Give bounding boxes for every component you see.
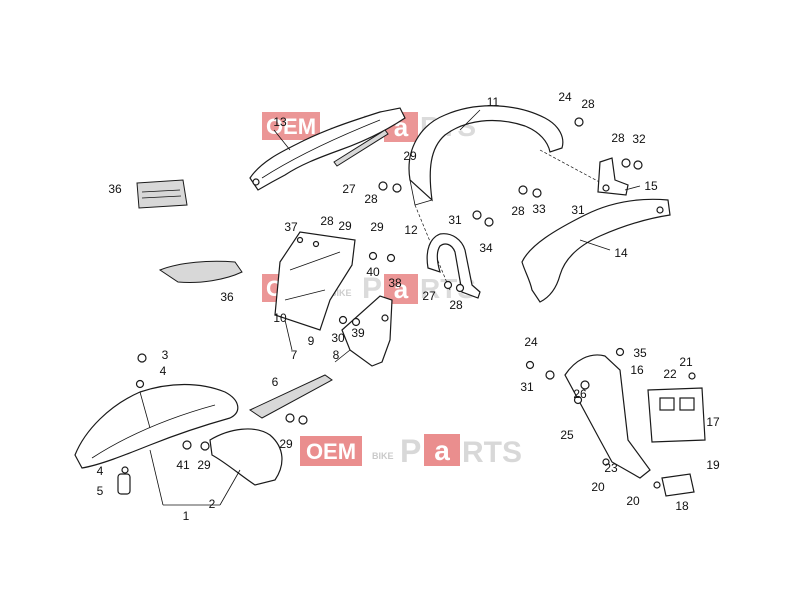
callout-24: 24 <box>558 90 572 104</box>
callout-12: 12 <box>404 223 418 237</box>
callout-35: 37 <box>284 220 298 234</box>
part-bracket-15 <box>597 157 629 196</box>
callout-25: 25 <box>560 428 574 442</box>
part-front-mudguard-1 <box>74 383 239 469</box>
part-strip-40 <box>333 129 389 167</box>
callout-15: 15 <box>644 179 658 193</box>
callout-13: 13 <box>273 115 287 129</box>
callout-29: 29 <box>338 219 352 233</box>
callout-21: 21 <box>679 355 693 369</box>
callout-27: 27 <box>422 289 436 303</box>
part-frame-bracket-10 <box>274 231 356 331</box>
callout-9: 9 <box>308 334 315 348</box>
callout-31: 32 <box>632 132 646 146</box>
part-plug-5 <box>117 473 131 495</box>
part-side-plate-8 <box>341 295 393 367</box>
callout-6: 6 <box>272 375 279 389</box>
part-rod-6 <box>248 374 333 419</box>
callout-29: 30 <box>331 331 345 345</box>
callout-28: 28 <box>364 192 378 206</box>
callout-18: 18 <box>675 499 689 513</box>
callout-28: 28 <box>581 97 595 111</box>
watermark-p-text: P <box>362 272 382 305</box>
callout-28: 29 <box>197 458 211 472</box>
watermark-oem-text: OEM <box>266 114 316 139</box>
callout-32: 35 <box>633 346 647 360</box>
callout-28: 28 <box>511 204 525 218</box>
callout-17: 17 <box>706 415 720 429</box>
watermark-bike-text: BIKE <box>330 288 352 298</box>
callout-16: 16 <box>630 363 644 377</box>
part-reflector-34 <box>158 260 243 283</box>
part-rear-mudguard-11 <box>408 105 606 291</box>
callout-3: 3 <box>162 348 169 362</box>
callout-11: 11 <box>487 95 500 109</box>
callout-10: 10 <box>273 311 287 325</box>
callout-20: 20 <box>591 480 605 494</box>
callout-20: 20 <box>626 494 640 508</box>
callout-34: 36 <box>220 290 234 304</box>
callout-labels: 1 2 3 4 4 5 6 7 8 9 10 11 12 13 14 15 16… <box>97 90 720 523</box>
callout-23: 23 <box>604 461 618 475</box>
callout-2: 2 <box>209 497 216 511</box>
callout-31: 34 <box>479 241 493 255</box>
callout-24: 24 <box>524 335 538 349</box>
callout-5: 5 <box>97 484 104 498</box>
callout-27: 27 <box>342 182 356 196</box>
part-mudguard-stay-2 <box>209 428 283 486</box>
callout-19: 19 <box>706 458 720 472</box>
callout-28: 28 <box>611 131 625 145</box>
callout-36: 39 <box>351 326 365 340</box>
part-side-panel-14 <box>521 198 671 303</box>
callout-7: 7 <box>291 348 298 362</box>
part-side-cover-13 <box>249 107 406 191</box>
callout-29: 31 <box>571 203 585 217</box>
callout-37: 40 <box>366 265 380 279</box>
watermark-bottom: OEM BIKE P a RTS <box>300 433 522 469</box>
callout-28: 29 <box>279 437 293 451</box>
callout-36: 38 <box>388 276 402 290</box>
callout-1: 1 <box>183 509 190 523</box>
part-clamp-12 <box>426 233 481 299</box>
callout-38: 41 <box>176 458 190 472</box>
callout-14: 14 <box>614 246 628 260</box>
watermark-oem-text: OEM <box>306 439 356 464</box>
callout-29: 29 <box>370 220 384 234</box>
watermark-p-text: P <box>400 433 421 469</box>
callout-29: 29 <box>403 149 417 163</box>
part-plate-holder-16 <box>564 354 651 479</box>
part-decal-33 <box>136 179 188 209</box>
watermark-a-text: a <box>434 435 450 466</box>
callout-4: 4 <box>160 364 167 378</box>
callout-28: 28 <box>449 298 463 312</box>
watermark-rts-text: RTS <box>462 436 522 469</box>
callout-26: 26 <box>573 387 587 401</box>
part-tag-18 <box>661 473 695 497</box>
fasteners <box>121 117 696 489</box>
part-plate-17 <box>647 387 706 443</box>
callout-31: 33 <box>532 202 546 216</box>
watermark-bike-text: BIKE <box>372 451 394 461</box>
callout-4: 4 <box>97 464 104 478</box>
watermark-a-text: a <box>394 274 409 304</box>
callout-22: 22 <box>663 367 677 381</box>
callout-33: 36 <box>108 182 122 196</box>
callout-29: 31 <box>520 380 534 394</box>
callout-8: 8 <box>333 348 340 362</box>
callout-30: 31 <box>448 213 462 227</box>
leader-lines <box>149 109 641 506</box>
callout-28: 28 <box>320 214 334 228</box>
